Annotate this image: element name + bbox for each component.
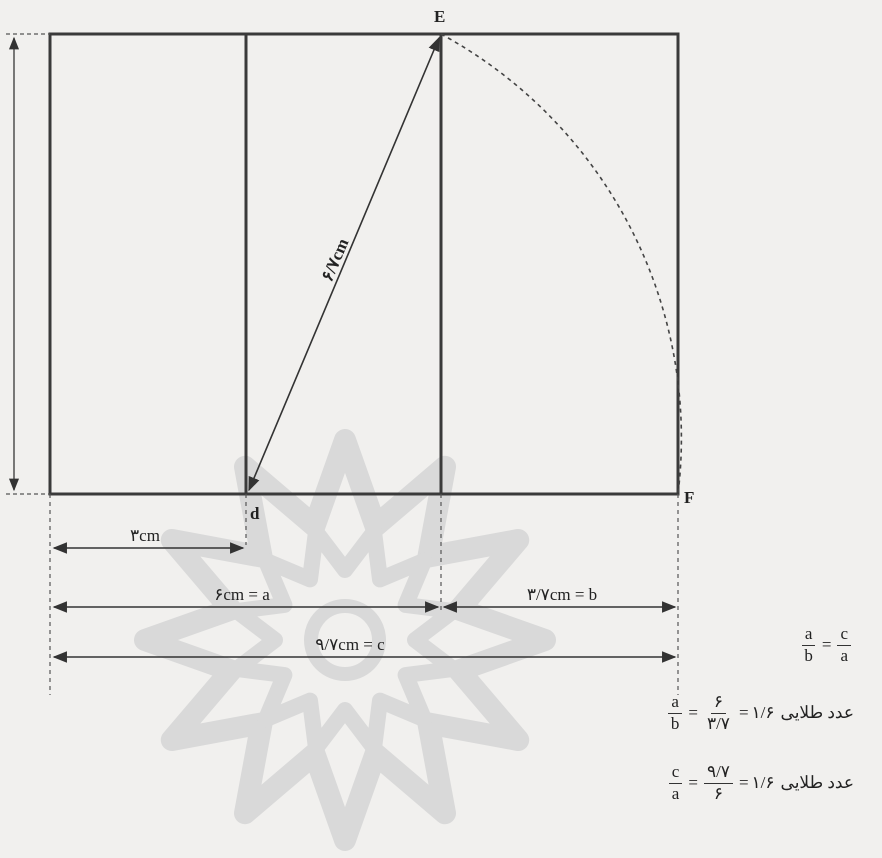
fraction-numerator: c — [837, 624, 851, 646]
fraction-9-7-over-6: ۹/۷ ۶ — [703, 762, 733, 803]
diagonal-arrow — [248, 36, 440, 492]
equals-sign: = — [688, 703, 698, 723]
fraction-denominator: a — [671, 783, 680, 803]
fraction-numerator: a — [668, 692, 682, 714]
fraction-a-over-b: a b — [668, 692, 683, 733]
fraction-a-over-b: a b — [801, 624, 816, 665]
fraction-c-over-a: c a — [837, 624, 851, 665]
fraction-numerator: c — [668, 762, 683, 784]
golden-number-value: ۱/۶ — [751, 703, 775, 723]
golden-number-value: ۱/۶ — [751, 773, 775, 793]
equals-sign: = — [738, 773, 749, 793]
fraction-numerator: a — [801, 624, 816, 646]
diagonal-label: ۶/۷cm — [317, 236, 352, 285]
golden-arc — [440, 33, 683, 495]
dimension-label-b: ۳/۷cm = b — [527, 585, 597, 604]
equals-sign: = — [821, 635, 832, 655]
equals-sign: = — [688, 773, 698, 793]
golden-rectangle-outline — [48, 32, 680, 496]
point-label-f: F — [684, 488, 694, 507]
ratio-equation: a b = c a — [798, 624, 854, 665]
fraction-denominator: b — [670, 713, 680, 733]
golden-number-label: عدد طلایی — [780, 773, 854, 793]
fraction-denominator: ۳/۷ — [706, 713, 730, 733]
golden-number-equation-ab: a b = ۶ ۳/۷ = ۱/۶ عدد طلایی — [665, 692, 854, 733]
fraction-numerator: ۹/۷ — [703, 762, 733, 784]
dimension-label-a: ۶cm = a — [214, 585, 270, 604]
fraction-denominator: a — [840, 645, 848, 665]
golden-number-equation-ca: c a = ۹/۷ ۶ = ۱/۶ عدد طلایی — [666, 762, 854, 803]
fraction-denominator: b — [804, 645, 813, 665]
point-label-e: E — [434, 7, 445, 26]
golden-number-label: عدد طلایی — [780, 703, 854, 723]
fraction-6-over-3-7: ۶ ۳/۷ — [704, 692, 733, 733]
fraction-numerator: ۶ — [710, 692, 726, 714]
point-label-d: d — [250, 504, 260, 523]
fraction-denominator: ۶ — [713, 783, 723, 803]
dimension-label-3cm: ۳cm — [130, 526, 160, 545]
equals-sign: = — [738, 703, 749, 723]
rosette-outer-star — [134, 429, 556, 851]
dimension-label-c: ۹/۷cm = c — [315, 635, 385, 654]
fraction-c-over-a: c a — [668, 762, 683, 803]
